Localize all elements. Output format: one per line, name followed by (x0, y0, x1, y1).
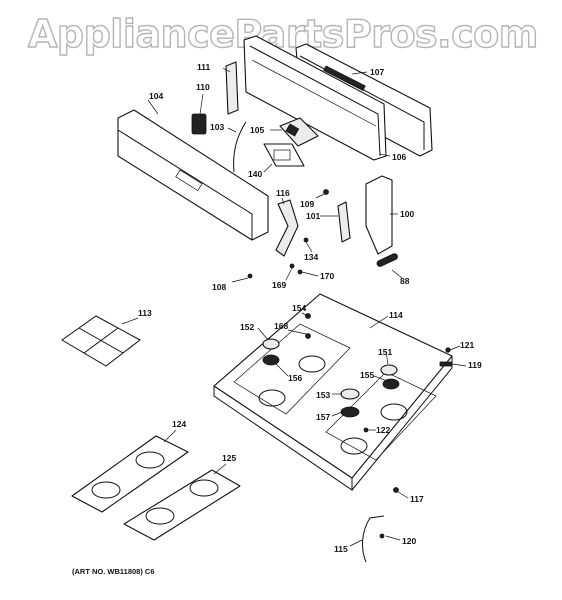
part-88-foot (376, 253, 398, 267)
part-156-head (262, 354, 280, 366)
label-157: 157 (316, 412, 330, 422)
label-100: 100 (400, 209, 414, 219)
part-125-drip-pan (123, 469, 241, 541)
part-168-screw (305, 333, 311, 339)
label-134: 134 (304, 252, 318, 262)
label-105: 105 (250, 125, 264, 135)
part-153-cap (340, 388, 360, 400)
label-156: 156 (288, 373, 302, 383)
part-101-bracket (337, 201, 351, 243)
part-119-clip (439, 361, 453, 367)
part-157-head (340, 406, 360, 418)
label-119: 119 (468, 360, 482, 370)
part-170-screw (297, 269, 303, 275)
label-104: 104 (149, 91, 163, 101)
part-106-backsplash (243, 35, 387, 161)
leader-lines (121, 67, 467, 547)
label-88: 88 (400, 276, 410, 286)
art-number: (ART NO. WB11808) C6 (72, 567, 155, 576)
label-114: 114 (389, 310, 403, 320)
label-109: 109 (300, 199, 314, 209)
label-101: 101 (306, 211, 320, 221)
part-169-screw (289, 263, 295, 269)
label-169: 169 (272, 280, 286, 290)
label-117: 117 (410, 494, 424, 504)
part-109-screw (323, 189, 329, 195)
part-108-screw (247, 273, 253, 279)
part-110-switch (191, 113, 207, 135)
label-140: 140 (248, 169, 262, 179)
label-116: 116 (276, 188, 290, 198)
label-151: 151 (378, 347, 392, 357)
label-110: 110 (196, 82, 210, 92)
part-121-screw (445, 347, 451, 353)
part-134-screw (303, 237, 309, 243)
label-121: 121 (460, 340, 474, 350)
part-100-side-trim (365, 175, 393, 255)
label-120: 120 (402, 536, 416, 546)
part-116-bracket (275, 199, 299, 257)
part-103-wire (233, 121, 247, 173)
label-115: 115 (334, 544, 348, 554)
label-125: 125 (222, 453, 236, 463)
part-104-manifold-panel (117, 109, 269, 241)
label-152: 152 (240, 322, 254, 332)
part-120-screw (379, 533, 385, 539)
part-151-cap (380, 364, 398, 376)
part-155-head (382, 378, 400, 390)
part-124-drip-pan (71, 435, 189, 513)
part-105-clock (279, 117, 319, 147)
part-113-grate (61, 315, 141, 367)
watermark: AppliancePartsPros.com (27, 11, 539, 56)
label-154: 154 (292, 303, 306, 313)
label-155: 155 (360, 370, 374, 380)
label-168: 168 (274, 321, 288, 331)
label-122: 122 (376, 425, 390, 435)
part-140-overlay (263, 143, 305, 167)
label-124: 124 (172, 419, 186, 429)
part-111-bracket (225, 61, 239, 115)
label-108: 108 (212, 282, 226, 292)
label-106: 106 (392, 152, 406, 162)
part-117-screw (393, 487, 399, 493)
part-115-tube (362, 515, 385, 563)
part-152-cap (262, 338, 280, 350)
label-113: 113 (138, 308, 152, 318)
label-107: 107 (370, 67, 384, 77)
label-170: 170 (320, 271, 334, 281)
label-153: 153 (316, 390, 330, 400)
label-111: 111 (197, 62, 211, 72)
label-103: 103 (210, 122, 224, 132)
